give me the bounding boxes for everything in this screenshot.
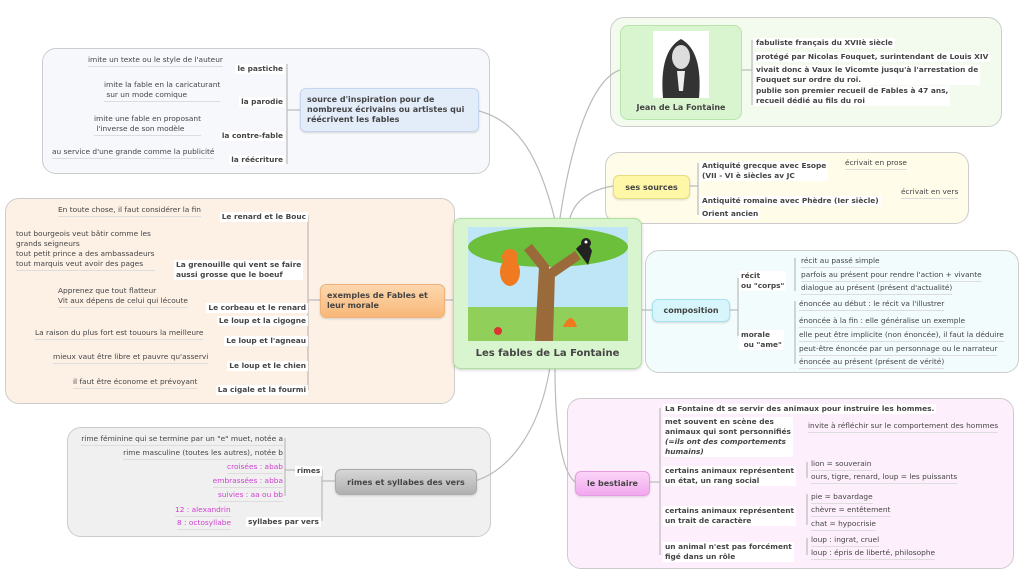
bestiaire-personnifies: met souvent en scène des animaux qui son… <box>663 417 793 457</box>
bestiaire-intro: La Fontaine dt se servir des animaux pou… <box>663 404 937 414</box>
esope-note: écrivait en prose <box>845 158 907 170</box>
alexandrin: 12 : alexandrin <box>175 505 231 517</box>
etat-note-1: lion = souverain <box>811 459 872 471</box>
reecriture-label[interactable]: la réécriture <box>229 155 285 165</box>
auteur-item-3: vivait donc à Vaux le Vicomte jusqu'à l'… <box>754 65 981 85</box>
parodie-label[interactable]: la parodie <box>239 97 285 107</box>
auteur-item-4: publie son premier recueil de Fables à 4… <box>754 86 951 106</box>
grenouille-note: tout bourgeois veut bâtir comme les gran… <box>16 229 155 271</box>
source-esope: Antiquité grecque avec Esope (VII - VI è… <box>700 161 829 181</box>
contre-fable-note: imite une fable en proposant l'inverse d… <box>94 114 201 136</box>
cigale-note: il faut être économe et prévoyant <box>73 377 198 389</box>
rime-croisees: croisées : abab <box>227 462 283 474</box>
recit-item-2: parfois au présent pour rendre l'action … <box>801 270 982 282</box>
central-title: Les fables de La Fontaine <box>475 348 620 359</box>
auteur-node[interactable]: Jean de La Fontaine <box>620 25 742 120</box>
agneau-label[interactable]: Le loup et l'agneau <box>224 336 308 346</box>
recit-label[interactable]: récit ou "corps" <box>739 271 787 291</box>
corbeau-note: Apprenez que tout flatteur Vit aux dépen… <box>58 286 188 308</box>
auteur-title: Jean de La Fontaine <box>636 103 726 112</box>
parodie-note: imite la fable en la caricaturant sur un… <box>104 80 221 102</box>
morale-item-5: énoncée au présent (présent de vérité) <box>799 357 945 369</box>
syllabes-label[interactable]: syllabes par vers <box>246 517 321 527</box>
bestiaire-role: un animal n'est pas forcément figé dans … <box>663 542 794 562</box>
cigogne-label[interactable]: Le loup et la cigogne <box>216 316 308 326</box>
rimes-label[interactable]: rimes <box>295 466 323 476</box>
rime-suivies: suivies : aa ou bb <box>218 490 283 502</box>
personnifies-note: invite à réfléchir sur le comportement d… <box>808 421 999 433</box>
grenouille-label[interactable]: La grenouille qui vent se faire aussi gr… <box>174 260 304 280</box>
contre-fable-label[interactable]: la contre-fable <box>219 131 285 141</box>
bestiaire-node[interactable]: le bestiaire <box>575 471 650 496</box>
trait-note-1: pie = bavardage <box>811 492 873 504</box>
agneau-note: La raison du plus fort est touours la me… <box>35 328 204 340</box>
sources-node[interactable]: ses sources <box>613 175 690 199</box>
rime-masculine: rime masculine (toutes les autres), noté… <box>123 448 283 460</box>
portrait-image <box>653 31 709 98</box>
trait-note-3: chat = hypocrisie <box>811 519 876 531</box>
bestiaire-trait: certains animaux représentent un trait d… <box>663 506 797 526</box>
morale-item-2: énoncée à la fin : elle généralise un ex… <box>799 316 966 328</box>
fable-illustration-image <box>468 227 628 341</box>
rimes-node[interactable]: rimes et syllabes des vers <box>335 469 477 495</box>
recit-item-3: dialogue au présent (présent d'actualité… <box>801 283 953 295</box>
rime-feminine: rime féminine qui se termine par un "e" … <box>81 434 283 446</box>
role-note-1: loup : ingrat, cruel <box>811 535 880 547</box>
pastiche-label[interactable]: le pastiche <box>235 64 285 74</box>
corbeau-label[interactable]: Le corbeau et le renard <box>206 303 308 313</box>
morale-label[interactable]: morale ou "ame" <box>739 330 784 350</box>
octosyllabe: 8 : octosyllabe <box>177 518 231 530</box>
cigale-label[interactable]: La cigale et la fourmi <box>215 385 308 395</box>
source-orient: Orient ancien <box>700 209 761 219</box>
morale-item-1: énoncée au début : le récit va l'illustr… <box>799 299 945 311</box>
composition-group <box>645 250 1019 373</box>
personnifies-italic: (=ils ont des comportements humains) <box>665 437 786 456</box>
recit-item-1: récit au passé simple <box>801 256 880 268</box>
auteur-item-2: protégé par Nicolas Fouquet, surintendan… <box>754 52 991 62</box>
morale-item-4: peut-être énoncée par un personnage ou l… <box>799 344 998 356</box>
phedre-note: écrivait en vers <box>901 187 959 199</box>
bestiaire-etat: certains animaux représentent un état, u… <box>663 466 797 486</box>
reecriture-note: au service d'une grande comme la publici… <box>52 147 215 159</box>
chien-note: mieux vaut être libre et pauvre qu'asser… <box>53 352 209 364</box>
exemples-node[interactable]: exemples de Fables et leur morale <box>320 284 445 318</box>
rime-embrassees: embrassées : abba <box>212 476 283 488</box>
morale-item-3: elle peut être implicite (non énoncée), … <box>799 330 1004 342</box>
trait-note-2: chèvre = entêtement <box>811 505 891 517</box>
source-phedre: Antiquité romaine avec Phèdre (Ier siècl… <box>700 196 881 206</box>
role-note-2: loup : épris de liberté, philosophe <box>811 548 936 560</box>
etat-note-2: ours, tigre, renard, loup = les puissant… <box>811 472 958 484</box>
central-topic[interactable]: Les fables de La Fontaine <box>453 218 642 369</box>
auteur-item-1: fabuliste français du XVIIè siècle <box>754 38 895 48</box>
composition-node[interactable]: composition <box>652 299 730 322</box>
inspiration-node[interactable]: source d'inspiration pour de nombreux éc… <box>300 88 479 132</box>
pastiche-note: imite un texte ou le style de l'auteur <box>88 55 223 67</box>
renard-bouc-note: En toute chose, il faut considérer la fi… <box>58 205 201 217</box>
chien-label[interactable]: Le loup et le chien <box>227 361 308 371</box>
renard-bouc-label[interactable]: Le renard et le Bouc <box>219 212 308 222</box>
